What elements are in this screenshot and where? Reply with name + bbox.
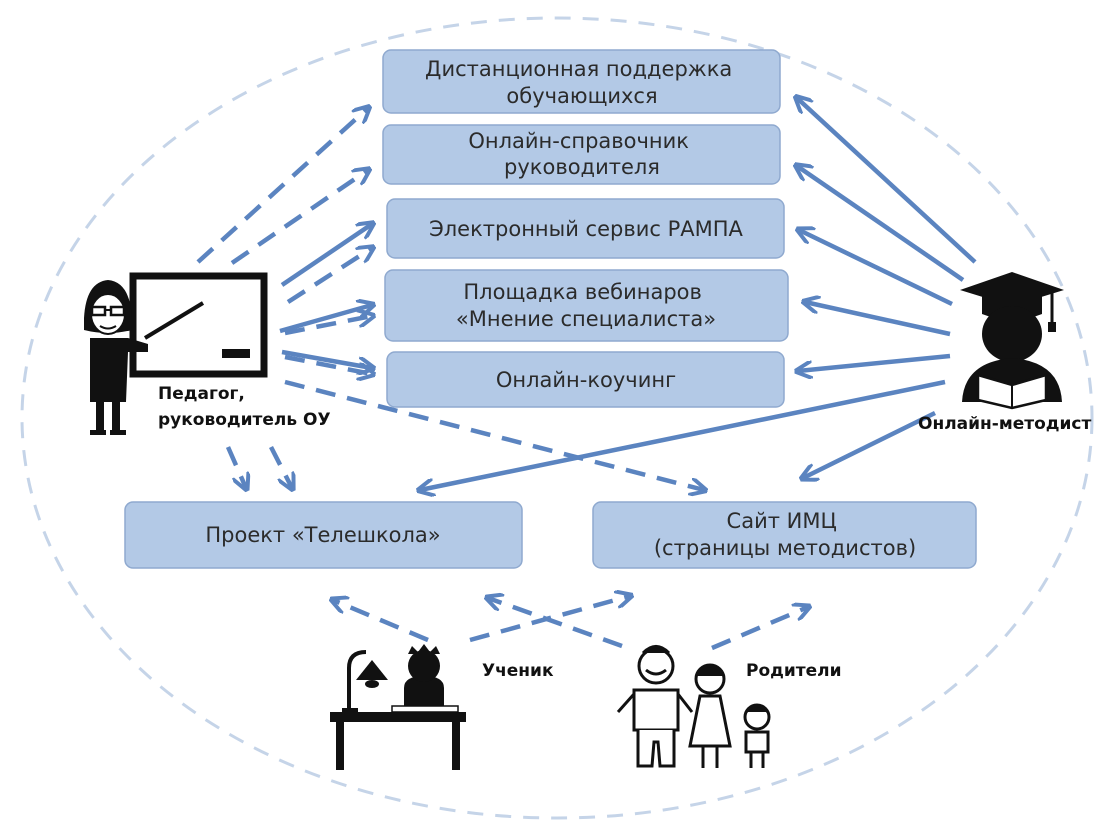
arrow-teacher-to-rampa (280, 224, 372, 287)
teacher-label-line1: Педагог, (158, 384, 245, 404)
arrow-teacher-to-coaching (281, 349, 372, 368)
node-rampa-service: Электронный сервис РАМПА (386, 198, 785, 259)
node-online-directory-line1: Онлайн-справочник (468, 129, 689, 153)
arrow-parents-to-imc-site (711, 607, 808, 651)
teacher-label-line2: руководитель ОУ (158, 410, 331, 430)
parents-label: Родители (746, 661, 842, 681)
svg-text:Сайт ИМЦ (страницы метод: Сайт ИМЦ (страницы методистов) (654, 509, 916, 560)
teacher-arrows (196, 108, 704, 490)
svg-text:Педагог, руководитель ОУ: Педагог, руководитель ОУ (158, 384, 331, 430)
node-imc-site-line2: (страницы методистов) (654, 536, 916, 560)
environment-boundary (20, 16, 1094, 820)
arrow-methodist-to-distance-support (797, 98, 977, 264)
student-label: Ученик (482, 661, 554, 681)
arrow-teacher-to-webinar-dashed (284, 316, 372, 336)
node-distance-support-line1: Дистанционная поддержка (425, 57, 732, 81)
svg-text:Онлайн-справочник руково: Онлайн-справочник руководителя (468, 129, 695, 179)
svg-text:Онлайн-методист: Онлайн-методист (918, 414, 1092, 434)
arrow-methodist-to-teleschool (420, 379, 946, 490)
svg-text:Электронный сервис РАМПА: Электронный сервис РАМПА (429, 217, 743, 241)
node-rampa-service-label: Электронный сервис РАМПА (429, 217, 743, 241)
arrow-teacher-to-imc-site (284, 379, 704, 490)
node-distance-support-line2: обучающихся (506, 84, 657, 108)
node-online-directory: Онлайн-справочник руководителя (382, 124, 781, 185)
arrow-teacher-to-teleschool-b (268, 445, 292, 488)
arrow-teacher-to-webinar (279, 305, 372, 334)
family-icon (616, 645, 771, 768)
student-parent-arrows (333, 596, 808, 651)
arrow-teacher-to-directory (230, 170, 368, 265)
teacher-at-board-icon (84, 272, 268, 435)
svg-text:Ученик: Ученик (482, 661, 554, 681)
node-teleschool-project-label: Проект «Телешкола» (205, 523, 440, 547)
arrow-methodist-to-imc-site (803, 410, 936, 478)
node-imc-site-line1: Сайт ИМЦ (727, 509, 837, 533)
graduate-with-cap-icon (960, 272, 1064, 410)
node-imc-site: Сайт ИМЦ (страницы методистов) (592, 501, 977, 569)
arrow-methodist-to-directory (797, 166, 965, 282)
arrow-teacher-to-distance-support (196, 108, 368, 264)
arrow-parents-to-teleschool (488, 598, 623, 649)
svg-text:Онлайн-коучинг: Онлайн-коучинг (496, 368, 676, 392)
student-at-desk-icon (330, 644, 466, 770)
methodist-label: Онлайн-методист (918, 414, 1092, 434)
svg-text:Проект «Телешкола»: Проект «Телешкола» (205, 523, 440, 547)
arrow-methodist-to-webinar (805, 302, 951, 337)
node-online-coaching: Онлайн-коучинг (386, 351, 785, 408)
arrow-teacher-to-rampa-dashed (286, 248, 372, 304)
node-webinar-platform: Площадка вебинаров «Мнение специалиста» (384, 269, 789, 342)
svg-text:Дистанционная поддержка: Дистанционная поддержка обучающихся (425, 57, 739, 108)
node-distance-support: Дистанционная поддержка обучающихся (382, 49, 781, 114)
node-webinar-platform-line1: Площадка вебинаров (463, 280, 702, 304)
methodist-arrows (420, 98, 977, 490)
arrow-teacher-to-teleschool-a (225, 446, 246, 488)
svg-text:Родители: Родители (746, 661, 842, 681)
node-webinar-platform-line2: «Мнение специалиста» (456, 307, 716, 331)
arrow-methodist-to-rampa (799, 230, 953, 307)
node-teleschool-project: Проект «Телешкола» (124, 501, 523, 569)
arrow-methodist-to-coaching (798, 353, 951, 371)
svg-text:Площадка вебинаров «Мнен: Площадка вебинаров «Мнение специалиста» (456, 280, 716, 331)
node-online-directory-line2: руководителя (504, 155, 660, 179)
node-online-coaching-label: Онлайн-коучинг (496, 368, 676, 392)
arrow-student-to-teleschool (333, 600, 429, 643)
